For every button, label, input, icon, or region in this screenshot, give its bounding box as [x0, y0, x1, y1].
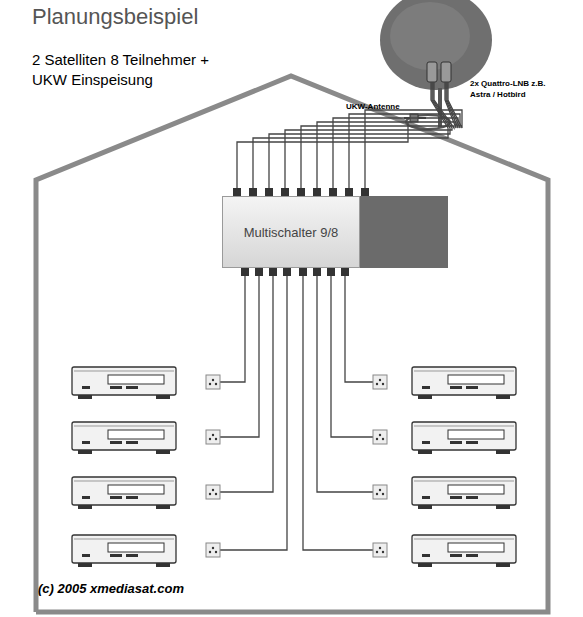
subtitle: 2 Satelliten 8 Teilnehmer + UKW Einspeis…: [32, 50, 228, 91]
house-outline: [36, 76, 548, 612]
copyright-note: (c) 2005 xmediasat.com: [38, 580, 298, 598]
page-title: Planungsbeispiel: [32, 4, 198, 30]
box-label: Multischalter 9/8: [240, 225, 343, 240]
switch-side-panel: [360, 196, 448, 268]
receivers-and-sockets: [72, 188, 516, 567]
multiswitch-box: Multischalter 9/8: [222, 196, 360, 268]
lnb-label: 2x Quattro-LNB z.B. Astra / Hotbird: [470, 79, 554, 101]
antenna-label: UKW-Antenne: [346, 102, 416, 113]
